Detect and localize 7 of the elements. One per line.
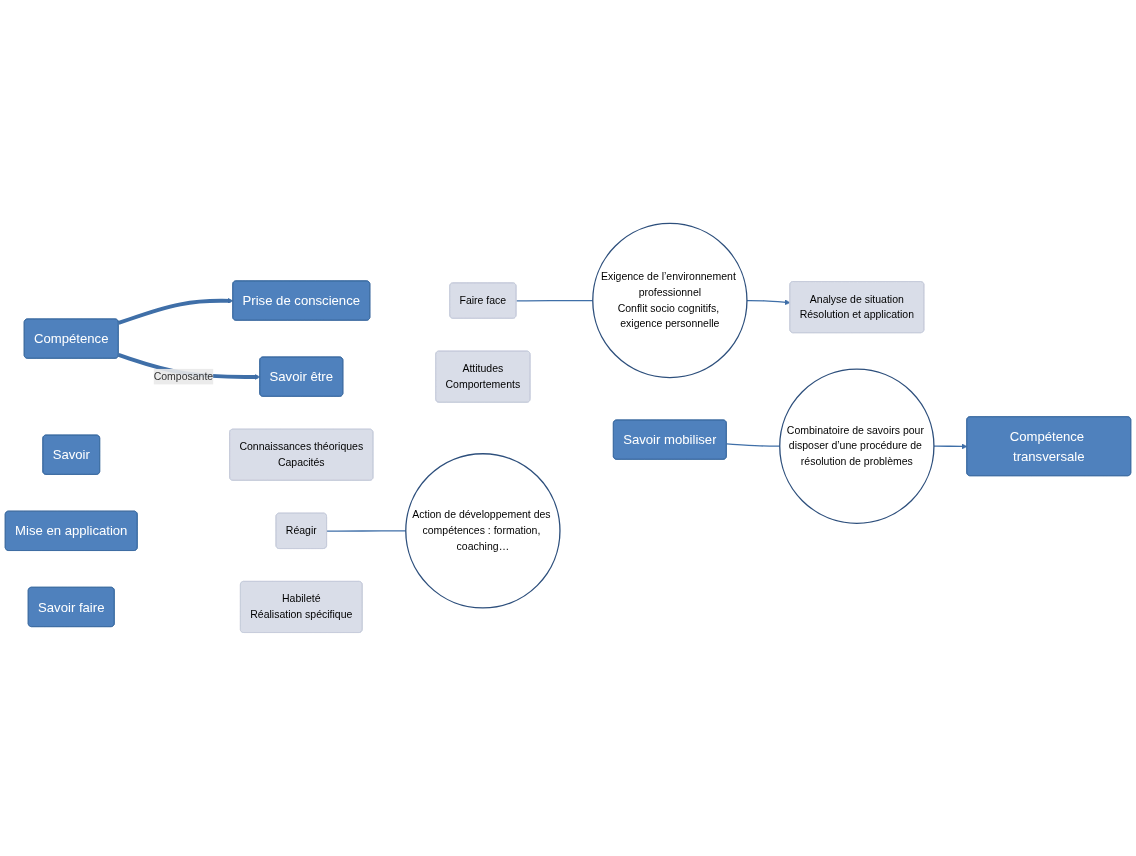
arrow [746, 299, 791, 306]
arrow [118, 297, 234, 325]
node-circle: Action de développement des compétences : formation, coaching… [405, 453, 561, 609]
edge-label: Composante [153, 370, 214, 382]
node-circle: Exigence de l’environnement professionnel Conflit socio cognitifs, exigence personnelle [592, 222, 748, 379]
arrow [933, 443, 968, 450]
node-circle: Combinatoire de savoirs pour disposer d’une procédure de résolution de problèmes [779, 368, 935, 524]
